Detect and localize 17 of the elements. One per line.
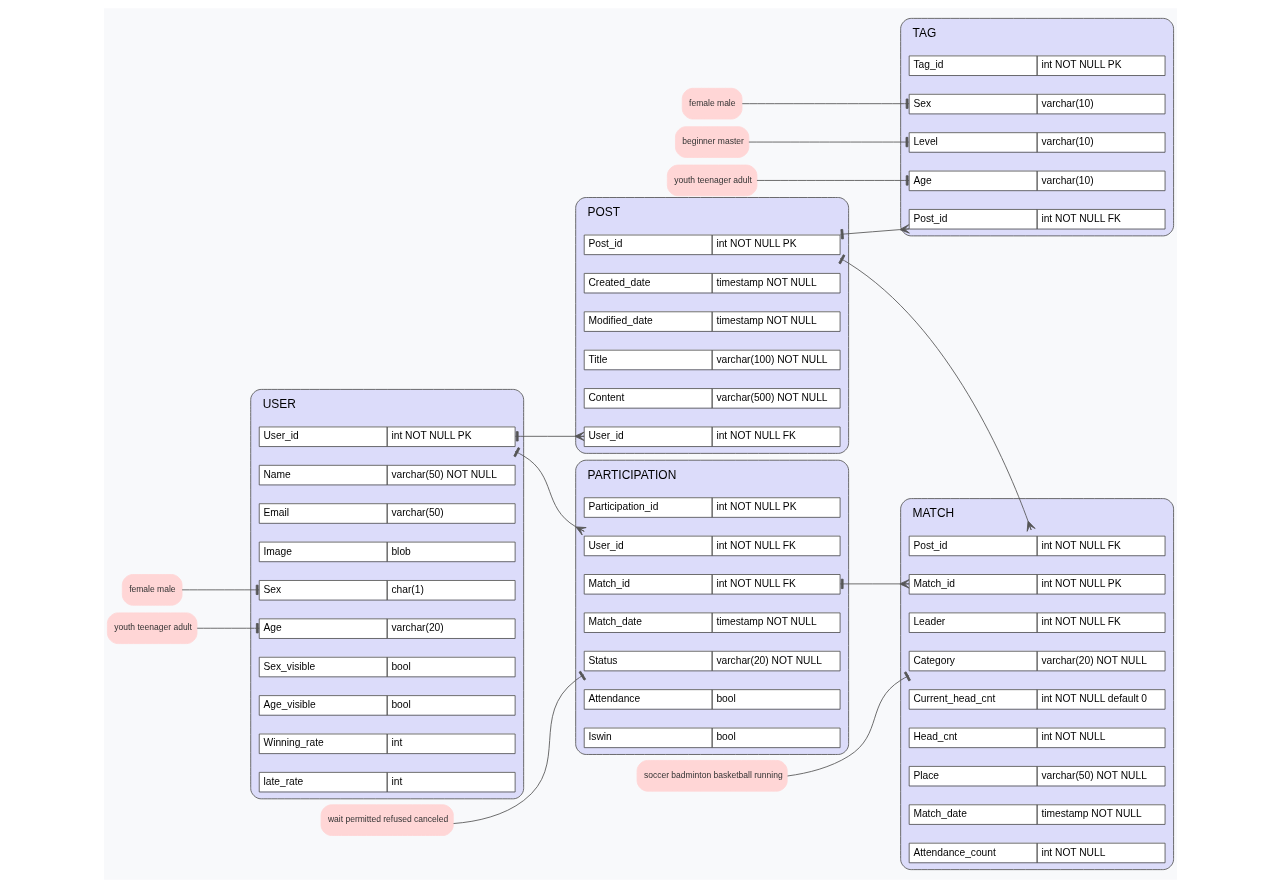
connector	[837, 254, 1036, 532]
connector	[512, 447, 587, 536]
connector	[741, 98, 909, 109]
node-box: youth teenager adult	[106, 612, 197, 644]
connector	[196, 623, 260, 634]
connector	[839, 224, 910, 240]
node-box: female male	[681, 87, 742, 120]
node-box: female male	[121, 574, 182, 606]
connector	[756, 175, 909, 186]
connector	[786, 671, 911, 777]
connector	[514, 431, 585, 442]
node-box: beginner master	[674, 126, 749, 158]
node-box: youth teenager adult	[666, 164, 757, 197]
connector	[747, 136, 909, 148]
connector	[452, 670, 586, 824]
node-box: soccer badminton basketball running	[636, 760, 788, 792]
node-box: wait permitted refused canceled	[320, 804, 454, 836]
